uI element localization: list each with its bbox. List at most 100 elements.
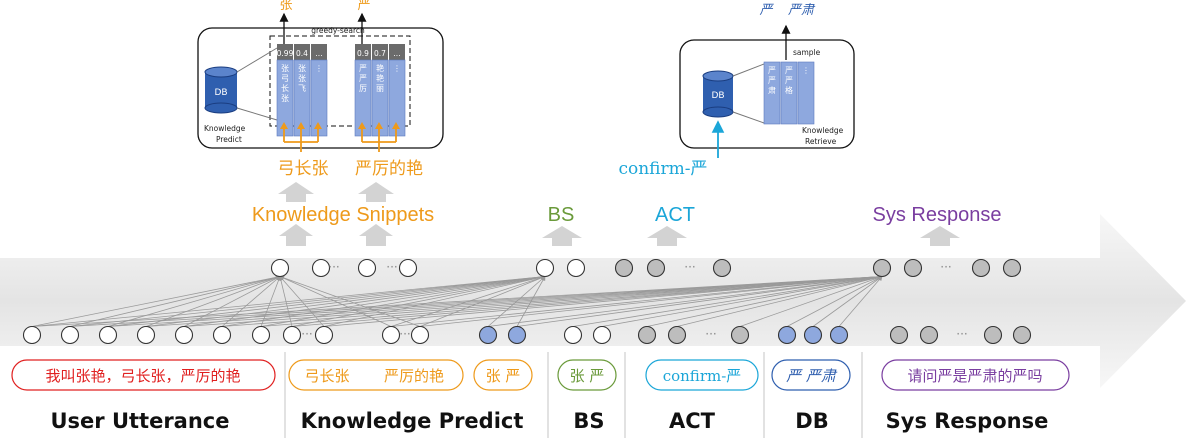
output-node (712, 258, 732, 278)
output-node-row (270, 258, 1022, 278)
connection-line (69, 275, 281, 327)
svg-text:DB: DB (214, 88, 227, 98)
candidate-char: 严 (359, 64, 367, 73)
candidate-char: 张 (281, 94, 289, 103)
kp-pill-right: 严厉的艳 (384, 367, 444, 385)
candidate-char: ⋮ (393, 64, 401, 73)
candidate-char: 严 (359, 74, 367, 83)
connection-line (183, 274, 546, 327)
candidate-column (371, 59, 389, 137)
token-node (98, 325, 118, 345)
candidate-char: 张 (298, 64, 306, 73)
candidate-column (276, 59, 294, 137)
token-node (282, 325, 302, 345)
token-node (1012, 325, 1032, 345)
output-node (1002, 258, 1022, 278)
sample-label: sample (793, 48, 821, 57)
segment-dividers (284, 352, 863, 438)
knowledge-snippets-label: Knowledge Snippets (252, 204, 434, 226)
input-node-row (22, 325, 1032, 345)
candidate-char: ⋮ (315, 64, 323, 73)
token-node (60, 325, 80, 345)
ellipsis-kp-bottom-2: ··· (399, 327, 410, 341)
retrieve-output-2: 严肃 (788, 3, 816, 18)
output-node (311, 258, 331, 278)
score-text: 0.9 (357, 49, 369, 58)
ellipsis-sys-bottom: ··· (956, 327, 967, 341)
sys-response-label: Sys Response (873, 204, 1002, 226)
connection-line (812, 276, 883, 327)
connection-line (390, 274, 883, 327)
ellipsis-act-bottom: ··· (705, 327, 716, 341)
ellipsis-kp-upper-2: ··· (386, 260, 397, 274)
connection-line (786, 276, 883, 327)
token-node (919, 325, 939, 345)
up-arrow-bs (542, 226, 582, 246)
svg-text:Knowledge: Knowledge (802, 126, 844, 135)
connection-line (107, 275, 281, 327)
candidate-char: 丽 (376, 84, 384, 93)
candidate-column (354, 59, 372, 137)
candidate-char: 严 (785, 66, 793, 75)
token-node (507, 325, 527, 345)
score-text: ... (393, 49, 400, 58)
segment-knowledge-predict: Knowledge Predict (301, 409, 524, 433)
segment-act: ACT (669, 409, 716, 433)
connection-line (838, 275, 883, 327)
candidate-char: 严 (785, 76, 793, 85)
score-cell (355, 44, 371, 60)
connection-line (31, 274, 546, 327)
connection-line (601, 274, 883, 327)
output-node (566, 258, 586, 278)
db-cylinder-predict: DB (204, 66, 238, 114)
retrieve-output-1: 严 (759, 3, 774, 18)
candidate-column (388, 59, 406, 137)
up-arrow-sys (920, 226, 960, 246)
user-utterance-pill: 我叫张艳，弓长张，严厉的艳 (45, 367, 240, 385)
output-node (398, 258, 418, 278)
token-node (803, 325, 823, 345)
greedy-search-label: greedy-search (311, 26, 365, 35)
snippet-left-label: 弓长张 (278, 159, 329, 179)
connection-line (107, 274, 546, 327)
candidate-char: 张 (298, 74, 306, 83)
snippet-right-label: 严厉的艳 (355, 159, 423, 179)
candidate-char: 厉 (359, 84, 367, 93)
output-node (903, 258, 923, 278)
token-node (381, 325, 401, 345)
token-node (314, 325, 334, 345)
knowledge-predict-box: greedy-search DB Knowledge Predict 0.99张… (197, 0, 444, 152)
token-node (410, 325, 430, 345)
output-node (357, 258, 377, 278)
predict-output-2: 严 (357, 0, 370, 13)
kp-output-pill: 张 严 (486, 367, 521, 385)
connection-line (323, 274, 883, 327)
candidate-column (310, 59, 328, 137)
score-cell (389, 44, 405, 60)
svg-text:Predict: Predict (216, 135, 242, 144)
candidate-column (763, 61, 781, 125)
token-node (251, 325, 271, 345)
greedy-search-frame (269, 35, 411, 127)
connection-line (279, 275, 421, 327)
db-pill: 严 严肃 (786, 367, 838, 385)
candidate-char: 张 (281, 64, 289, 73)
candidate-column (780, 61, 798, 125)
connection-line (31, 274, 281, 327)
ellipsis-kp-upper-1: ··· (328, 260, 339, 274)
connection-line (145, 274, 546, 327)
output-node (646, 258, 666, 278)
token-node (637, 325, 657, 345)
svg-text:DB: DB (711, 91, 724, 101)
connection-line (419, 274, 883, 327)
pill-row: 我叫张艳，弓长张，严厉的艳 弓长张 严厉的艳 张 严 张 严 confirm-严… (11, 359, 1070, 391)
candidate-char: 长 (281, 83, 289, 93)
candidate-char: 肃 (768, 85, 776, 95)
bs-pill: 张 严 (570, 367, 605, 385)
predict-output-1: 张 (279, 0, 292, 13)
token-node (983, 325, 1003, 345)
token-node (777, 325, 797, 345)
